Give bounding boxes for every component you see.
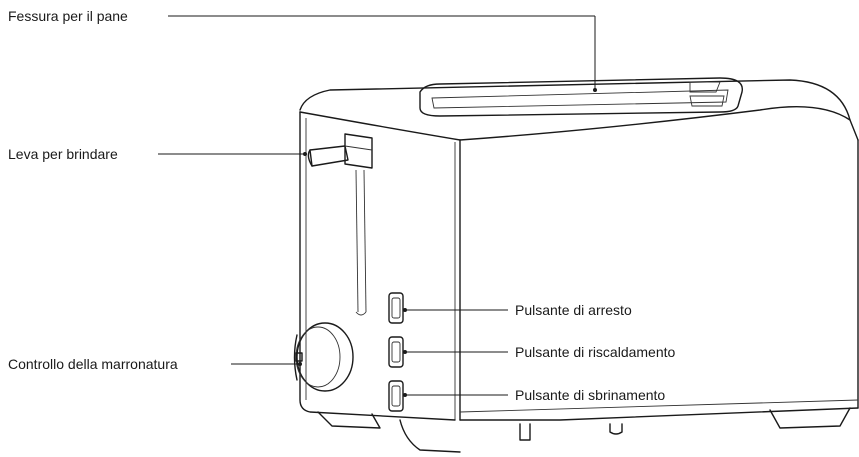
label-reheat-button: Pulsante di riscaldamento bbox=[515, 344, 676, 360]
dot-defrost bbox=[403, 393, 407, 397]
toaster-lever bbox=[307, 133, 373, 316]
dot-lever bbox=[303, 152, 307, 156]
dot-browning bbox=[298, 362, 302, 366]
dot-bread-slot bbox=[593, 88, 597, 92]
label-browning-control: Controllo della marronatura bbox=[8, 356, 178, 372]
browning-knob bbox=[293, 322, 354, 392]
front-buttons bbox=[388, 292, 404, 412]
leader-lines bbox=[158, 15, 597, 397]
dot-stop bbox=[403, 308, 407, 312]
toaster-body bbox=[299, 79, 859, 421]
dot-reheat bbox=[403, 350, 407, 354]
toaster-feet bbox=[317, 407, 851, 453]
label-stop-button: Pulsante di arresto bbox=[515, 302, 632, 318]
label-defrost-button: Pulsante di sbrinamento bbox=[515, 387, 666, 403]
label-bread-slot: Fessura per il pane bbox=[8, 8, 128, 24]
bread-slot bbox=[419, 77, 744, 117]
label-lever: Leva per brindare bbox=[8, 146, 118, 162]
